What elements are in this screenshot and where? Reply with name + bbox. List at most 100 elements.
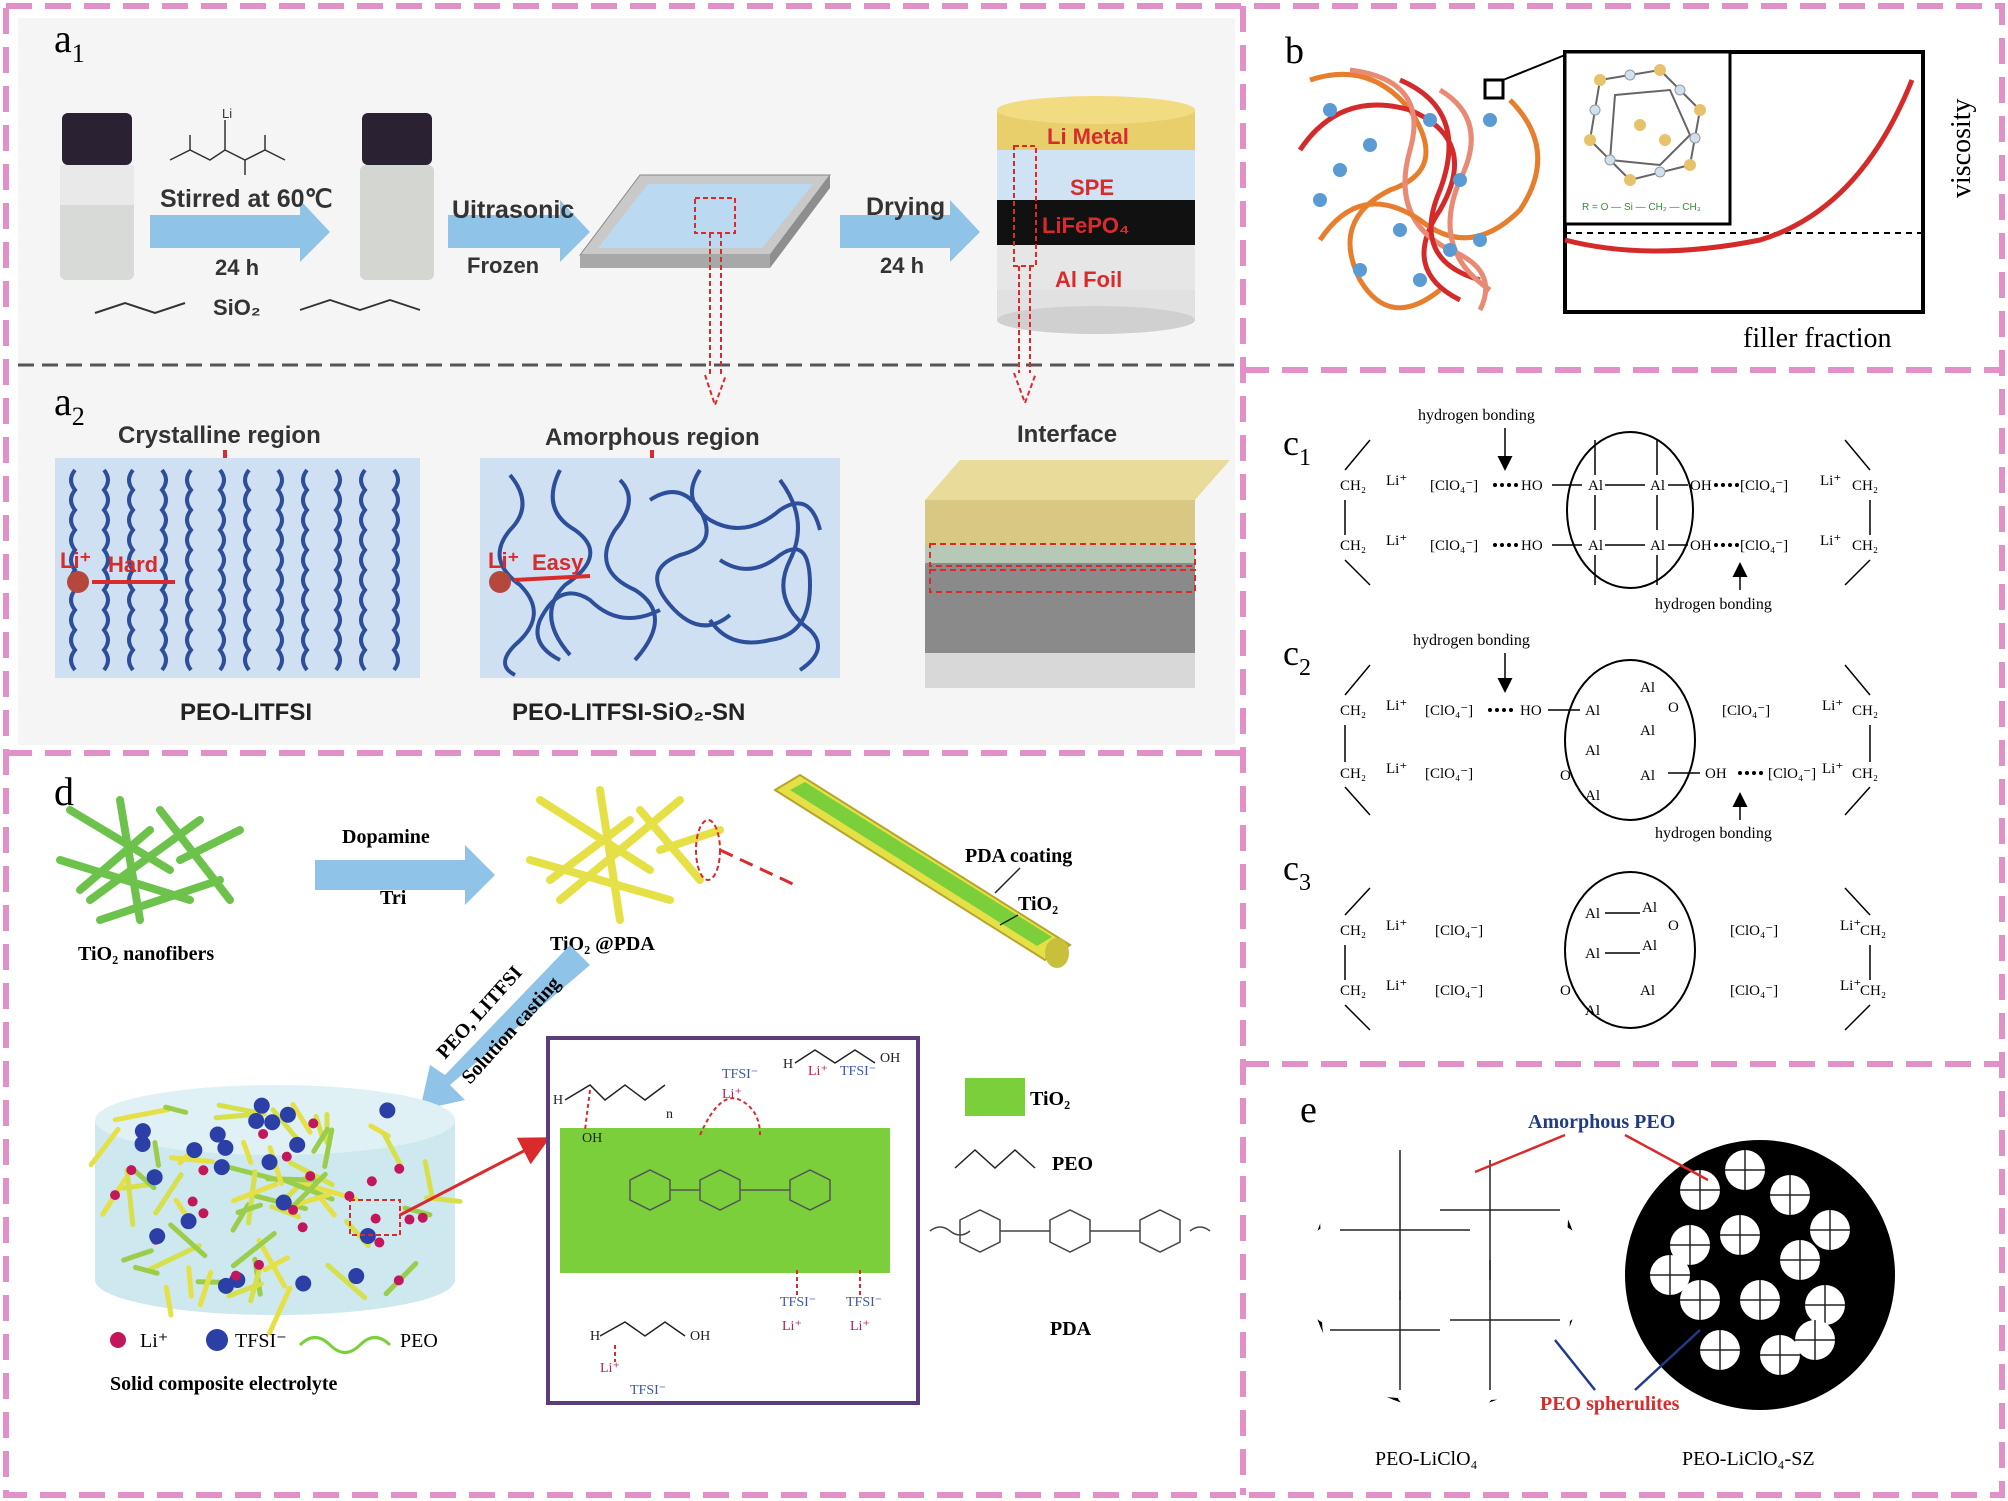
composite-fiber: [168, 1155, 215, 1165]
li-ion: [308, 1118, 319, 1129]
polymer-chain: [101, 468, 110, 672]
svg-text:HO: HO: [1520, 703, 1542, 719]
composite-fiber: [163, 1284, 174, 1318]
filler-particles: [1313, 103, 1497, 287]
fiber-zoom-ellipse: [695, 819, 721, 881]
crystalline-region-label: Crystalline region: [118, 422, 321, 449]
x-axis-label: filler fraction: [1743, 323, 1891, 354]
dopamine-label: Dopamine: [342, 826, 430, 848]
svg-text:Al: Al: [1650, 538, 1665, 554]
easy-path: [513, 574, 591, 582]
composite-fiber: [163, 1104, 189, 1115]
panel-e-label: e: [1300, 1089, 1317, 1131]
amorphous-region-label: Amorphous region: [545, 424, 760, 451]
svg-text:Li⁺: Li⁺: [808, 1064, 828, 1079]
svg-text:Li⁺: Li⁺: [1820, 473, 1841, 489]
stack-layer-3: LiFePO₄: [1042, 213, 1130, 238]
composite-fiber: [381, 1131, 403, 1167]
svg-text:TFSI⁻: TFSI⁻: [840, 1064, 876, 1079]
svg-text:HO: HO: [1521, 538, 1543, 554]
svg-text:Li⁺: Li⁺: [722, 1087, 742, 1102]
composite-fiber: [226, 1281, 264, 1299]
svg-text:CH₂: CH₂: [1340, 983, 1366, 999]
tfsi-ion: [149, 1228, 166, 1245]
tfsi-ion: [359, 1227, 376, 1244]
svg-text:Li⁺: Li⁺: [1840, 978, 1861, 994]
tfsi-ion: [379, 1102, 396, 1119]
fiber-zoom-line: [719, 848, 796, 887]
composite-fiber: [168, 1222, 208, 1259]
step2-detail: Frozen: [467, 253, 539, 278]
li-ion: [288, 1204, 299, 1215]
li-ion: [344, 1191, 355, 1202]
li-ion: [187, 1196, 198, 1207]
peo-key-structure: [954, 1148, 1036, 1170]
y-axis-label: viscosity: [1946, 98, 1977, 198]
amorphous-chains: [497, 468, 822, 677]
pda-structure-in-zoom: [629, 1169, 831, 1211]
amorphous-pointer-left: [1474, 1133, 1566, 1174]
step3-time: 24 h: [880, 253, 924, 278]
tfsi-ion: [146, 1169, 163, 1186]
caption-peo-litfsi: PEO-LITFSI: [180, 699, 312, 726]
svg-text:Li⁺: Li⁺: [782, 1319, 802, 1334]
small-spherulites: [1650, 1150, 1850, 1375]
tfsi-ion: [217, 1277, 234, 1294]
composite-electrolyte-illustration: [88, 1085, 463, 1336]
svg-text:Al: Al: [1640, 768, 1655, 784]
composite-fiber: [265, 1176, 317, 1183]
c3-bonds: [1344, 887, 1871, 1031]
li-ion: [126, 1165, 137, 1176]
li-ion: [404, 1214, 415, 1225]
composite-fiber: [256, 1237, 288, 1289]
panel-b-label: b: [1285, 30, 1304, 72]
viscosity-curve: [1564, 79, 1915, 254]
li-ion: [258, 1128, 269, 1139]
composite-fiber: [269, 1204, 302, 1220]
legend-tfsi: TFSI⁻: [235, 1330, 287, 1352]
c1-alumina-ring: [1566, 431, 1694, 589]
composite-fiber: [325, 1262, 368, 1301]
svg-text:[ClO₄⁻]: [ClO₄⁻]: [1430, 538, 1478, 554]
li-ion-amorphous: [489, 571, 511, 593]
svg-text:CH₂: CH₂: [1340, 703, 1366, 719]
svg-text:Al: Al: [1642, 938, 1657, 954]
composite-fiber: [246, 1169, 258, 1226]
composite-fiber: [148, 1243, 202, 1272]
interface-illustration: [925, 460, 1230, 688]
peo-structure-icon: [299, 299, 421, 311]
svg-text:CH₂: CH₂: [1852, 703, 1878, 719]
svg-text:O: O: [1560, 768, 1571, 784]
tfsi-ion: [248, 1112, 265, 1129]
tfsi-ion: [348, 1268, 365, 1285]
svg-text:HO: HO: [1521, 478, 1543, 494]
svg-text:Li⁺: Li⁺: [850, 1319, 870, 1334]
polymer-chain: [69, 468, 78, 672]
tfsi-ion: [289, 1136, 306, 1153]
li-ion: [110, 1190, 121, 1201]
svg-text:Al: Al: [1640, 723, 1655, 739]
svg-text:[ClO₄⁻]: [ClO₄⁻]: [1768, 766, 1816, 782]
pda-coating-pointer: [994, 867, 1021, 894]
tri-label: Tri: [380, 887, 407, 909]
polymer-chain: [275, 468, 284, 672]
tfsi-ion: [186, 1142, 203, 1159]
zoom-box: [1483, 78, 1505, 100]
polymer-chain: [217, 468, 226, 672]
li-ion: [374, 1237, 385, 1248]
svg-text:Li⁺: Li⁺: [1386, 533, 1407, 549]
process-arrow-1: [150, 200, 330, 262]
tio2-key-swatch: [965, 1078, 1025, 1116]
svg-text:Li⁺: Li⁺: [1820, 533, 1841, 549]
composite-fiber: [422, 1159, 435, 1201]
c1-hb-bottom: hydrogen bonding: [1655, 596, 1772, 613]
composite-caption: Solid composite electrolyte: [110, 1373, 337, 1395]
svg-text:[ClO₄⁻]: [ClO₄⁻]: [1730, 983, 1778, 999]
panel-a1-label: a1: [54, 16, 85, 68]
pda-key-label: PDA: [1050, 1318, 1092, 1340]
svg-text:Li: Li: [222, 106, 232, 121]
tio2-core-label: TiO₂: [1018, 893, 1058, 915]
zoom-labels: TFSI⁻ Li⁺ Li⁺ TFSI⁻ H OH H n OH TFSI⁻ Li…: [553, 1051, 900, 1398]
tfsi-ion: [253, 1097, 270, 1114]
